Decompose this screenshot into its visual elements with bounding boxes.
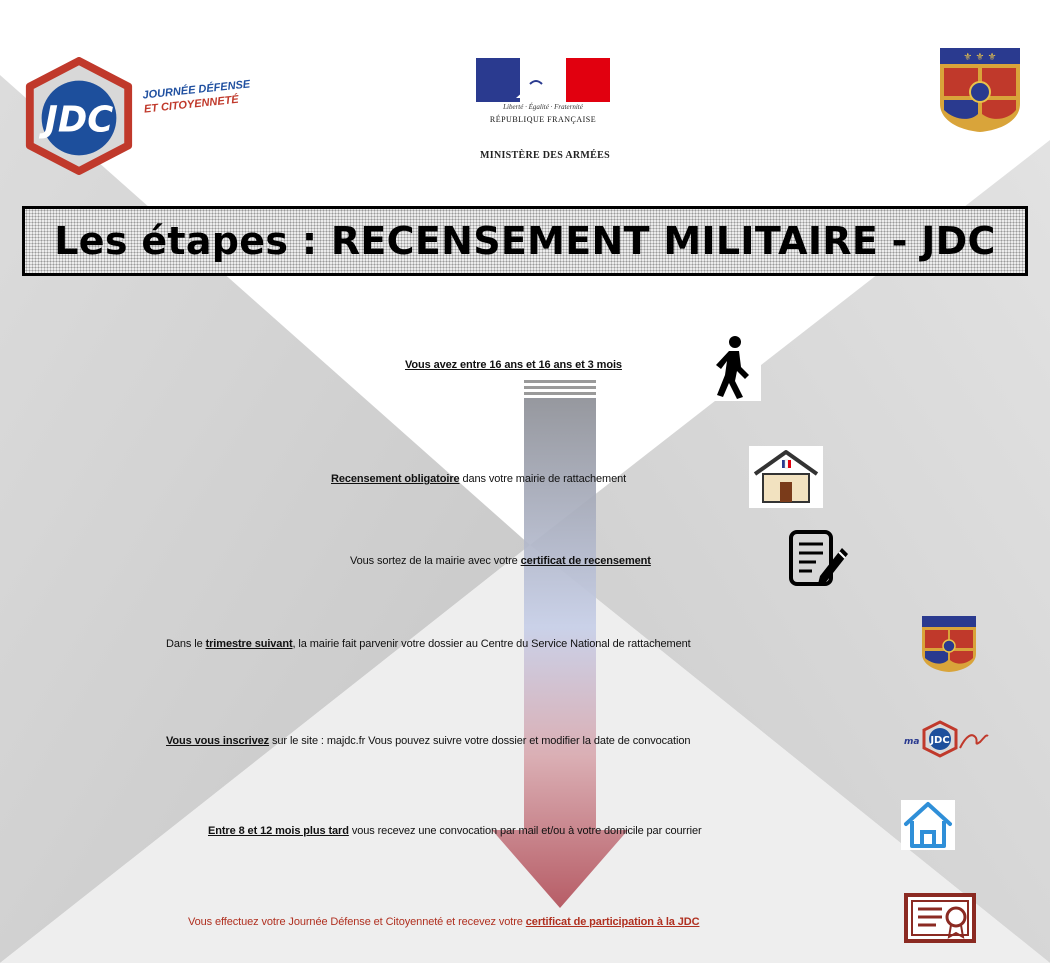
walking-person-icon (703, 333, 761, 401)
diploma-icon (904, 893, 976, 943)
majdc-logo-icon: ma JDC (904, 720, 989, 758)
svg-text:JDC: JDC (929, 735, 949, 746)
svg-text:⚜ ⚜ ⚜: ⚜ ⚜ ⚜ (963, 52, 996, 63)
title-banner: Les étapes : RECENSEMENT MILITAIRE - JDC (22, 206, 1028, 276)
republique-motto: Liberté · Égalité · Fraternité (503, 103, 583, 111)
timeline-arrow (492, 380, 628, 908)
home-icon (901, 800, 955, 850)
certificate-document-icon (789, 530, 848, 586)
step-5: Vous vous inscrivez sur le site : majdc.… (166, 735, 691, 747)
marianne-logo-icon (476, 58, 610, 102)
ministere-label: MINISTÈRE DES ARMÉES (480, 150, 610, 161)
republique-name: RÉPUBLIQUE FRANÇAISE (489, 115, 597, 124)
page-title: Les étapes : RECENSEMENT MILITAIRE - JDC (54, 219, 996, 263)
step-3: Vous sortez de la mairie avec votre cert… (350, 555, 651, 567)
jdc-initials: JDC (39, 100, 114, 141)
step-1: Vous avez entre 16 ans et 16 ans et 3 mo… (405, 359, 622, 371)
step-2: Recensement obligatoire dans votre mairi… (331, 473, 627, 485)
step-6: Entre 8 et 12 mois plus tard vous receve… (208, 825, 702, 837)
jdc-hexagon-icon: JDC (25, 57, 133, 175)
jdc-logo: JDC JOURNÉE DÉFENSE ET CITOYENNETÉ (18, 55, 278, 175)
jdc-logo-text: JOURNÉE DÉFENSE ET CITOYENNETÉ (142, 77, 253, 116)
step-7: Vous effectuez votre Journée Défense et … (188, 916, 700, 928)
coat-of-arms-icon (922, 616, 976, 672)
coat-of-arms-icon: ⚜ ⚜ ⚜ (940, 48, 1020, 132)
svg-text:ma: ma (904, 737, 919, 747)
step-4: Dans le trimestre suivant, la mairie fai… (166, 638, 691, 650)
town-hall-icon (749, 446, 823, 508)
